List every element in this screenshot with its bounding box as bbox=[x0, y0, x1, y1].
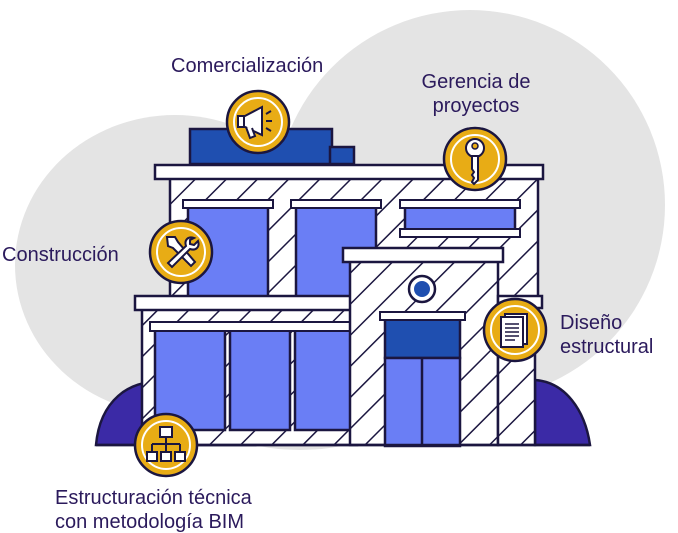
label-gerencia-line-1: Gerencia de bbox=[421, 71, 531, 93]
window bbox=[293, 328, 355, 432]
label-diseno-line-1: Diseño bbox=[560, 312, 623, 334]
label-comercializacion: Comercialización bbox=[171, 54, 323, 78]
label-diseno-estructural: Diseño estructural bbox=[560, 311, 653, 359]
round-window-glass bbox=[414, 281, 430, 297]
document-icon bbox=[482, 297, 548, 363]
label-construccion-text: Construcción bbox=[2, 244, 119, 266]
rooftop-block-small bbox=[328, 145, 356, 166]
tools-icon bbox=[148, 219, 214, 285]
label-estructuracion-line-1: Estructuración técnica bbox=[55, 487, 252, 509]
right-bush bbox=[533, 378, 592, 447]
label-estructuracion-line-2: con metodología BIM bbox=[55, 511, 244, 533]
window bbox=[228, 328, 292, 432]
label-diseno-line-2: estructural bbox=[560, 336, 654, 358]
entrance-tower-cornice bbox=[341, 246, 505, 264]
label-construccion: Construcción bbox=[2, 243, 119, 267]
lower-wing-cornice bbox=[133, 294, 367, 312]
label-comercializacion-text: Comercialización bbox=[171, 55, 324, 77]
door-awning bbox=[383, 316, 462, 360]
window-sill bbox=[399, 199, 521, 209]
label-estructuracion-bim: Estructuración técnica con metodología B… bbox=[55, 486, 252, 533]
window-sill bbox=[182, 199, 274, 209]
window-sill bbox=[399, 228, 521, 238]
door-frame-top bbox=[379, 311, 466, 321]
label-gerencia-line-2: proyectos bbox=[432, 95, 520, 117]
hierarchy-icon bbox=[133, 412, 199, 478]
window-sill bbox=[290, 199, 382, 209]
window-sill bbox=[149, 321, 359, 332]
megaphone-icon bbox=[225, 89, 291, 155]
key-icon bbox=[442, 126, 508, 192]
label-gerencia-de-proyectos: Gerencia de proyectos bbox=[414, 70, 538, 118]
